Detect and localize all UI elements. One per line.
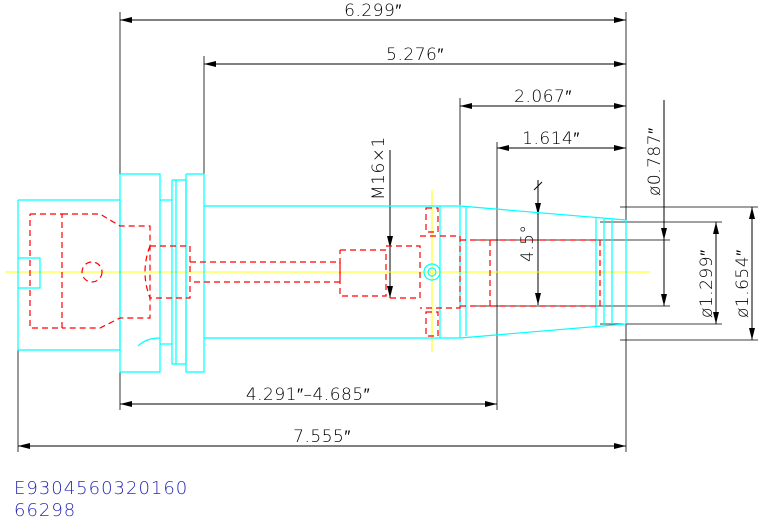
dim-overall-top: 6.299″ — [344, 1, 402, 21]
part-number: 66298 — [14, 500, 77, 521]
extension-lines — [17, 12, 758, 452]
dim-overall-bottom: 7.555″ — [293, 427, 351, 447]
dimension-labels: 6.299″ 5.276″ 2.067″ 1.614″ 4.291″–4.685… — [246, 1, 753, 447]
dim-angle: 4.5° — [518, 224, 538, 262]
dim-range-bottom: 4.291″–4.685″ — [246, 385, 370, 405]
tool-holder-outline — [17, 173, 627, 373]
dim-dia-small: ø0.787″ — [645, 127, 665, 196]
dim-third-top: 2.067″ — [514, 87, 572, 107]
dim-dia-mid: ø1.299″ — [697, 249, 717, 318]
part-code: E9304560320160 — [14, 478, 189, 499]
dim-second-top: 5.276″ — [386, 45, 444, 65]
dimension-lines — [18, 17, 755, 449]
dim-thread: M16×1 — [369, 136, 389, 200]
dim-fourth-top: 1.614″ — [522, 129, 580, 149]
hidden-lines — [29, 207, 601, 337]
dim-dia-large: ø1.654″ — [733, 249, 753, 318]
